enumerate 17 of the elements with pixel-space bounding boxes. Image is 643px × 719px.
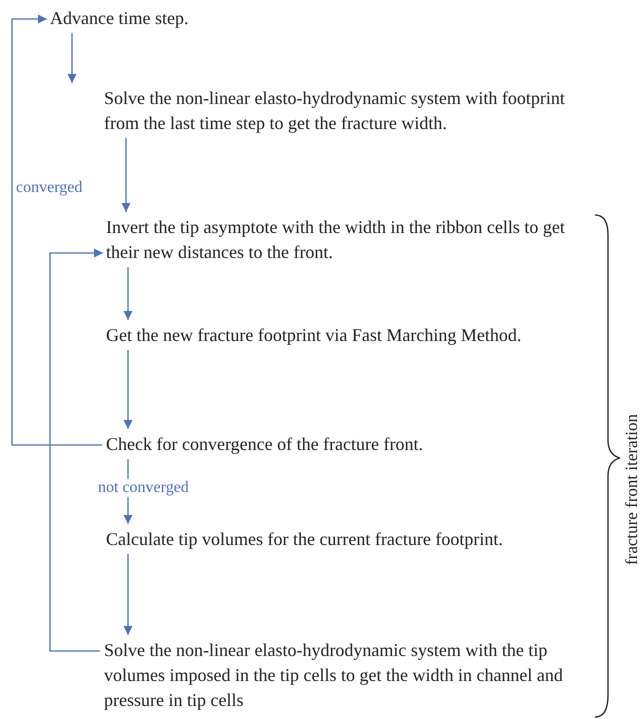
step-text: Calculate tip volumes for the current fracture footprint. <box>106 527 596 552</box>
edge-label: not converged <box>97 479 190 497</box>
arrow <box>124 554 132 635</box>
arrow <box>49 248 103 652</box>
arrow <box>68 33 76 83</box>
arrow <box>122 138 130 212</box>
arrow <box>11 14 102 446</box>
step-text: Solve the non-linear elasto-hydrodynamic system with footprint from the last time step to get the fracture width. <box>104 86 596 136</box>
edge-label: converged <box>15 179 84 197</box>
step-text: Solve the non-linear elasto-hydrodynamic system with the tip volumes imposed in the tip cells to get the width in channel and pressure in tip cells <box>104 638 594 713</box>
step-text: Get the new fracture footprint via Fast Marching Method. <box>106 323 596 348</box>
step-text: Advance time step. <box>50 6 350 31</box>
step-text: Check for convergence of the fracture front. <box>106 432 596 457</box>
bracket-label: fracture front iteration <box>622 414 642 565</box>
arrow <box>124 350 132 429</box>
arrow <box>124 267 132 320</box>
step-text: Invert the tip asymptote with the width in the ribbon cells to get their new distances to the front. <box>106 215 601 265</box>
